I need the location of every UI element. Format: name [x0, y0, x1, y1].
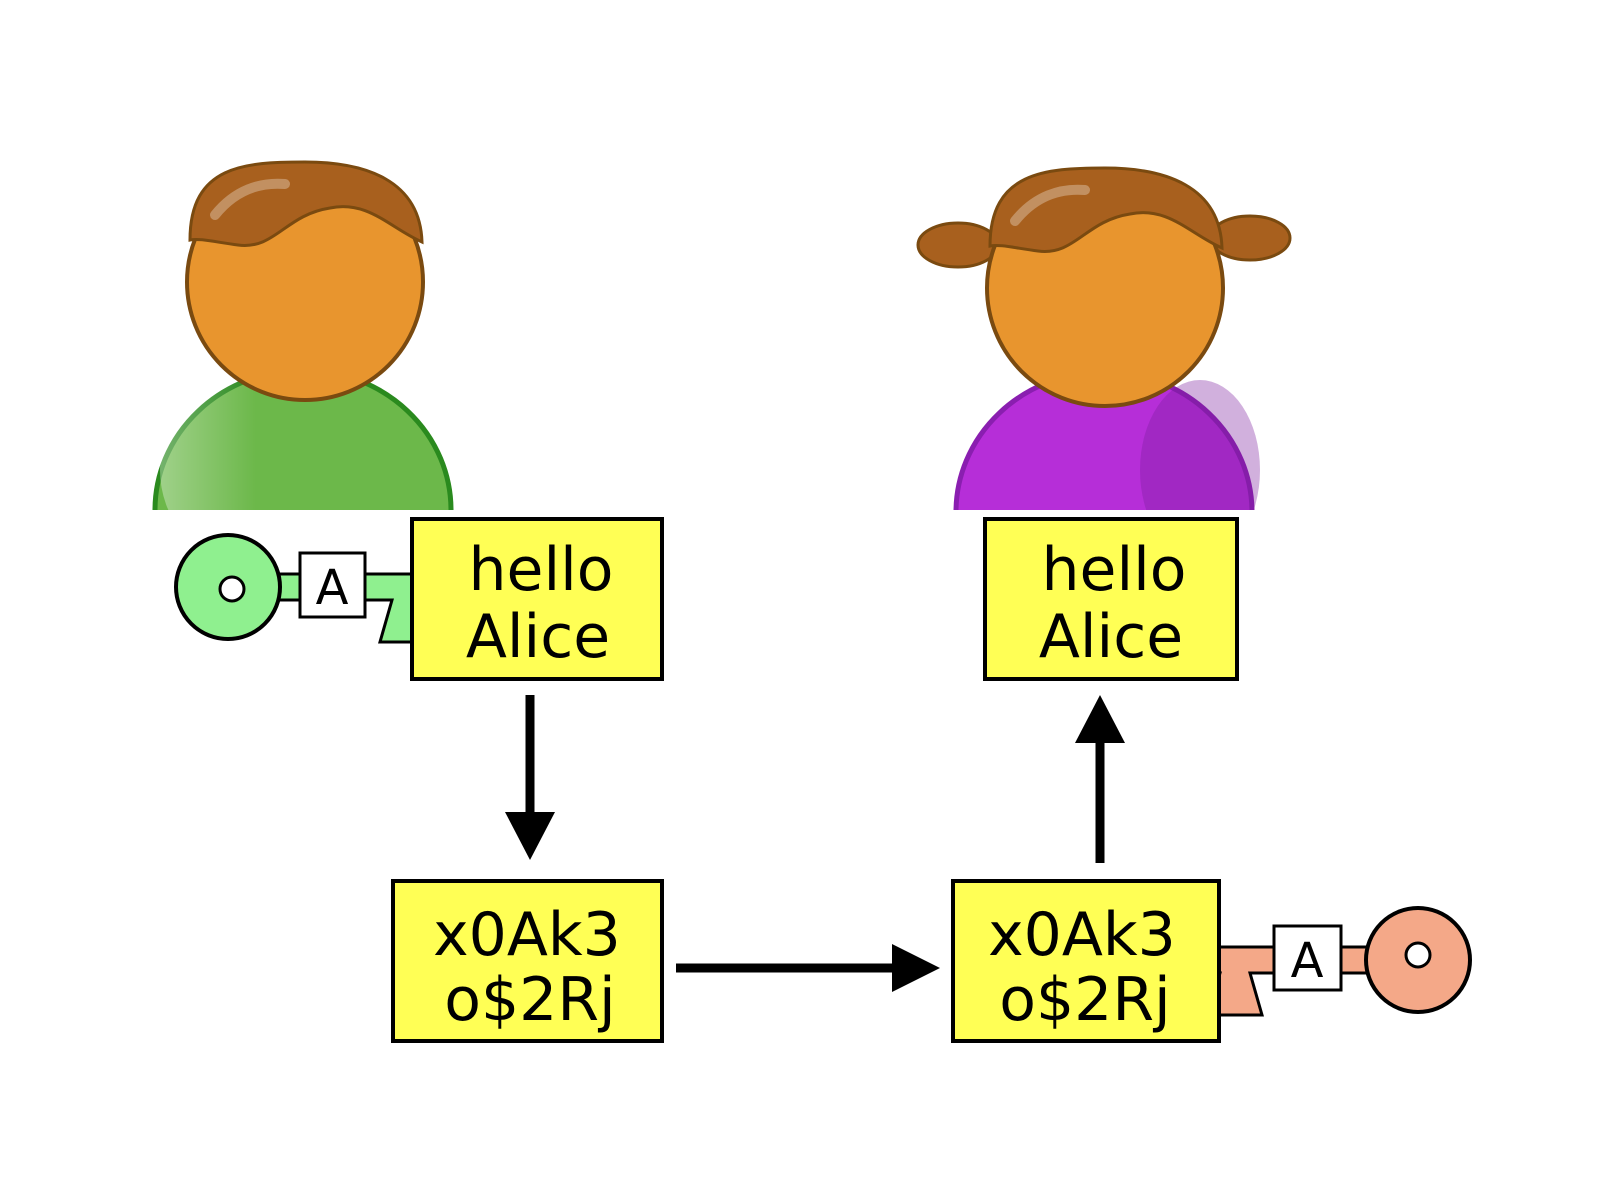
ciphertext-received-line1: x0Ak3 [988, 900, 1176, 970]
arrow-transmit-icon [676, 944, 940, 992]
ciphertext-received-line2: o$2Rj [999, 965, 1170, 1035]
receiver-person-icon [916, 166, 1292, 510]
sender-key-label: A [316, 560, 349, 616]
receiver-pigtail-left [916, 221, 1000, 269]
plaintext-sender-line2: Alice [466, 602, 610, 672]
ciphertext-sent-line2: o$2Rj [444, 965, 615, 1035]
ciphertext-box-received: x0Ak3 o$2Rj [951, 879, 1221, 1043]
arrow-decrypt-icon [1075, 695, 1125, 863]
plaintext-receiver-line2: Alice [1039, 602, 1183, 672]
plaintext-box-receiver: hello Alice [983, 517, 1239, 681]
receiver-hair [988, 166, 1224, 253]
sender-key-icon: A [174, 533, 442, 644]
sender-person-icon [152, 160, 454, 510]
receiver-key-label: A [1291, 933, 1324, 989]
plaintext-box-sender: hello Alice [410, 517, 664, 681]
arrow-encrypt-icon [505, 695, 555, 860]
plaintext-sender-line1: hello [469, 535, 614, 605]
plaintext-receiver-line1: hello [1042, 535, 1187, 605]
ciphertext-box-sent: x0Ak3 o$2Rj [391, 879, 664, 1043]
sender-hair [188, 160, 424, 247]
ciphertext-sent-line1: x0Ak3 [433, 900, 621, 970]
receiver-key-icon: A [1198, 906, 1472, 1017]
